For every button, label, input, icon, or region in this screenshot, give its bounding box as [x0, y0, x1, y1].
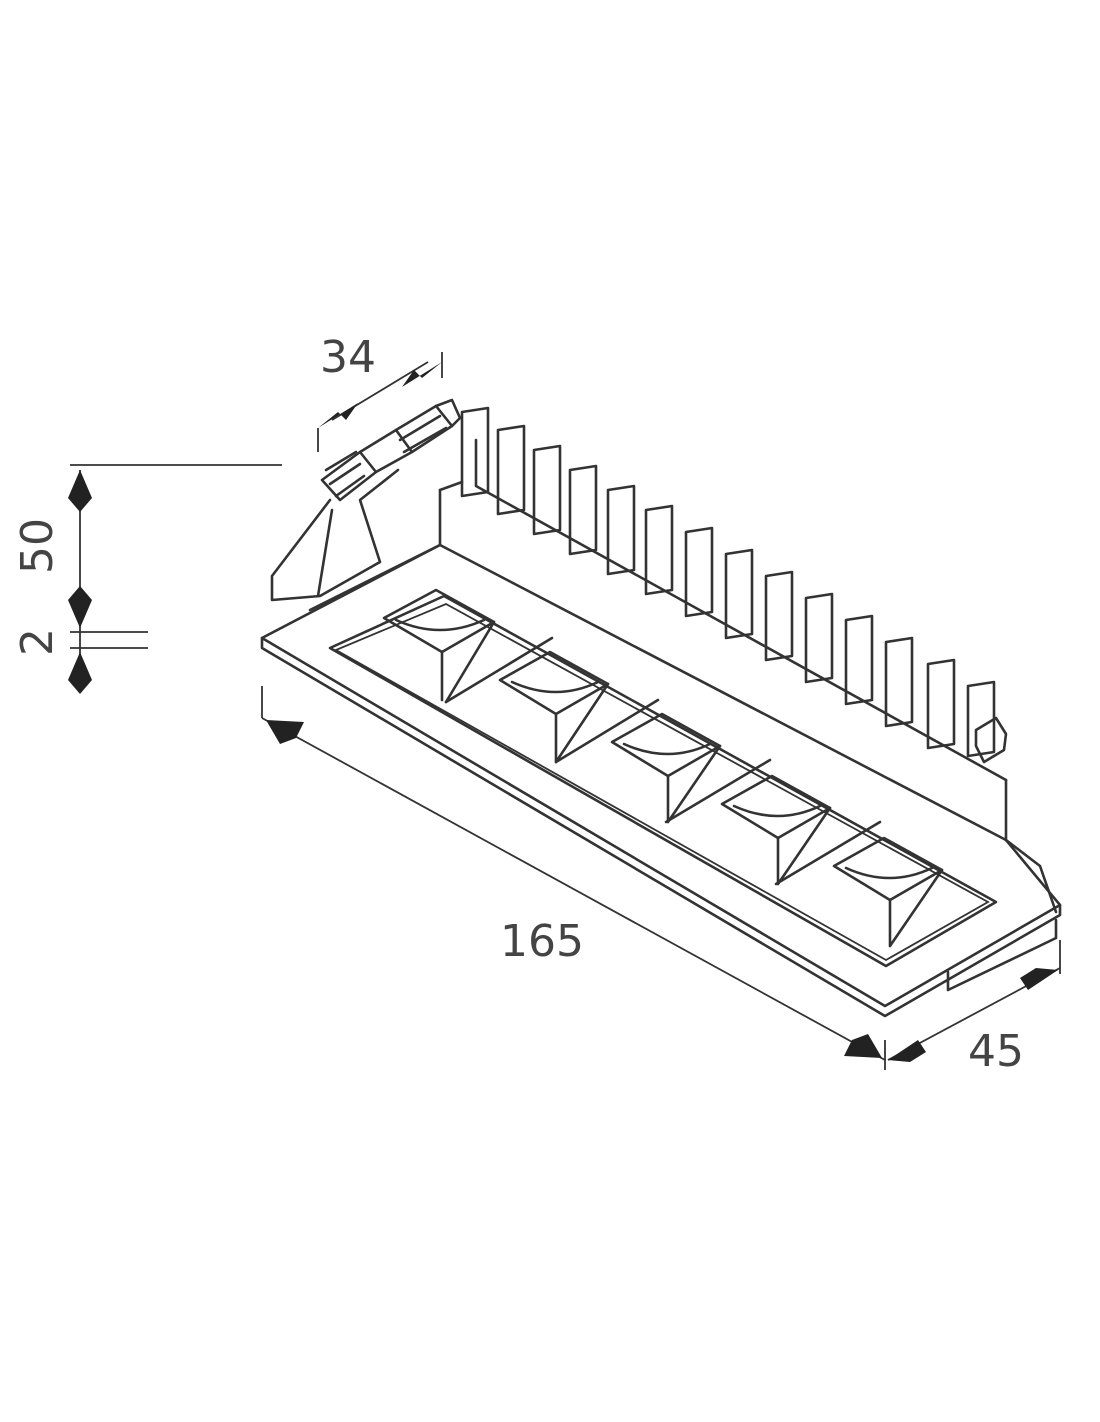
dimension-length: 165: [261, 686, 886, 1070]
trim-frame: [260, 543, 1062, 1018]
dim-label-height-flange: 2: [12, 628, 63, 656]
arrowhead: [266, 720, 304, 744]
arrowhead: [68, 652, 92, 694]
spring-clip-left: [270, 398, 462, 602]
lens-cell: [610, 712, 722, 824]
dimension-top-width: 34: [317, 332, 443, 452]
dimension-height: 50 2: [12, 464, 282, 694]
arrowhead: [68, 586, 92, 628]
dim-label-length: 165: [500, 916, 584, 967]
arrowhead: [1020, 968, 1058, 990]
lens-cell: [498, 650, 610, 764]
arrowhead: [318, 403, 358, 428]
dim-label-height-body: 50: [12, 518, 63, 574]
lens-cell: [720, 774, 832, 886]
dim-label-depth: 45: [968, 1026, 1024, 1077]
arrowhead: [68, 470, 92, 512]
heatsink-fins: [460, 406, 996, 758]
arrowhead: [888, 1040, 926, 1062]
arrowhead: [844, 1034, 882, 1058]
spring-clip-right: [946, 716, 1058, 992]
dimension-depth: 45: [887, 940, 1061, 1077]
lens-cell: [832, 836, 944, 948]
lens-cell: [382, 588, 496, 704]
dim-label-width-top: 34: [320, 332, 376, 383]
arrowhead: [402, 362, 442, 387]
lens-cells: [382, 588, 944, 948]
